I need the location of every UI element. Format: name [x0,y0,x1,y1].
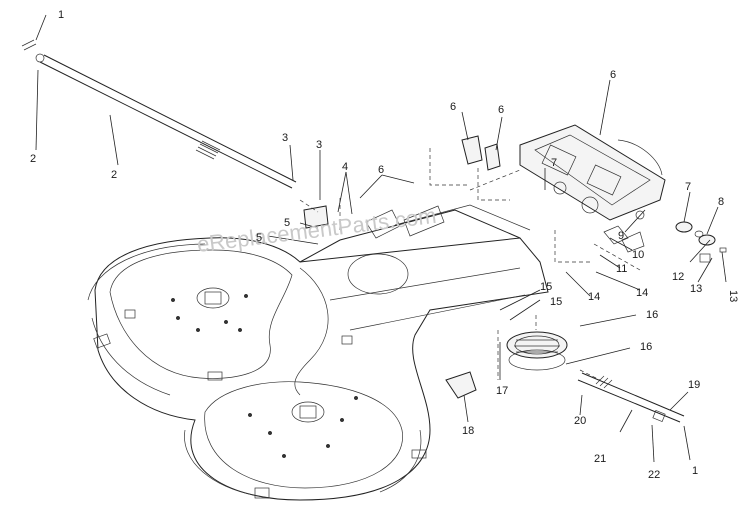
upper-drive-shaft [21,39,297,189]
callout-22: 18 [462,425,474,437]
callout-9: 15 [540,281,552,293]
callout-6: 5 [284,217,290,229]
callout-2: 6 [378,164,384,176]
mower-deck-housing [87,204,549,501]
callout-15: 1 [692,465,698,477]
leader-lines [35,14,727,463]
bearing-parts [603,221,727,263]
callout-19: 13 [690,283,702,295]
assembly-lines [299,148,641,381]
callout-3: 9 [618,230,624,242]
callout-16: 2 [30,153,36,165]
callout-13: 19 [688,379,700,391]
callout-5: 11 [616,263,627,275]
callout-3: 7 [551,157,557,169]
brackets [303,135,501,399]
callout-12: 3 [316,139,322,151]
callout-17: 12 [672,271,684,283]
callout-1: 6 [610,69,616,81]
callout-6: 15 [550,296,562,308]
callout-18: 13 [727,290,739,302]
callout-16: 21 [594,453,606,465]
callout-11: 22 [648,469,660,481]
callout-labels: 1 2 2 3 3 4 5 5 6 6 6 6 7 7 8 9 10 11 12… [30,9,739,481]
callout-2: 14 [588,291,600,303]
callout-21: 14 [636,287,648,299]
callout-4: 7 [685,181,691,193]
callout-14: 3 [282,132,288,144]
callout-5: 6 [498,104,504,116]
idler-pulley [506,331,568,371]
callout-20: 8 [718,196,724,208]
callout-7: 6 [450,101,456,113]
callout-3: 5 [256,232,262,244]
gear-box-assembly [519,124,666,221]
callout-14: 16 [640,341,652,353]
callout-13: 20 [574,415,586,427]
callout-10: 2 [111,169,117,181]
lower-drive-shaft [577,372,685,423]
callout-6: 17 [496,385,508,397]
callout-6: 4 [342,161,348,173]
callout-8: 16 [646,309,658,321]
callout-7: 10 [632,249,644,261]
callout-15: 1 [58,9,64,21]
